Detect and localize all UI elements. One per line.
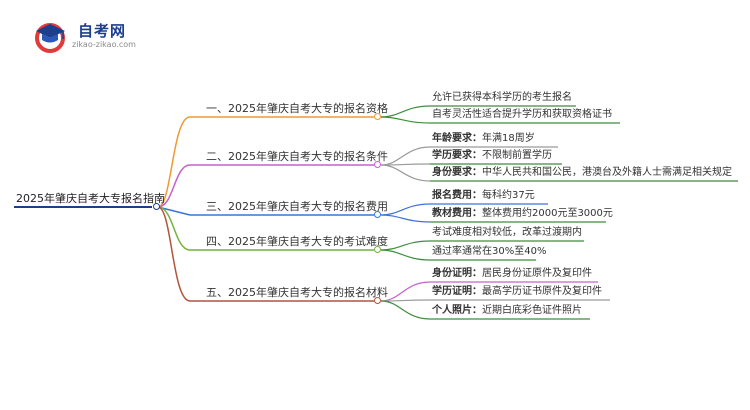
logo-url-text: zikao-zikao.com <box>72 40 136 49</box>
branch-2-node-dot[interactable] <box>374 161 381 168</box>
branch-4-node-dot[interactable] <box>374 246 381 253</box>
root-to-branch-1 <box>157 116 191 208</box>
branch-3-node-dot[interactable] <box>374 211 381 218</box>
root-to-branch-5 <box>157 206 191 302</box>
leaf-2-2[interactable]: 学历要求：不限制前置学历 <box>432 150 552 161</box>
root-label[interactable]: 2025年肇庆自考大专报名指南 <box>16 192 165 205</box>
leaf-5-1[interactable]: 身份证明：居民身份证原件及复印件 <box>432 268 592 279</box>
branch-5-label[interactable]: 五、2025年肇庆自考大专的报名材料 <box>206 286 388 299</box>
root-to-branch-2 <box>157 164 191 208</box>
leaf-2-1[interactable]: 年龄要求：年满18周岁 <box>432 133 535 144</box>
graduation-cap-icon <box>35 23 65 53</box>
leaf-4-1[interactable]: 考试难度相对较低，改革过渡期内 <box>432 227 582 238</box>
leaf-5-2[interactable]: 学历证明：最高学历证书原件及复印件 <box>432 286 602 297</box>
branch-4-label[interactable]: 四、2025年肇庆自考大专的考试难度 <box>206 235 388 248</box>
leaf-5-3[interactable]: 个人照片：近期白底彩色证件照片 <box>432 305 582 316</box>
leaf-1-1[interactable]: 允许已获得本科学历的考生报名 <box>432 92 572 103</box>
leaf-2-3[interactable]: 身份要求：中华人民共和国公民，港澳台及外籍人士需满足相关规定 <box>432 167 732 178</box>
branch-1-label[interactable]: 一、2025年肇庆自考大专的报名资格 <box>206 102 388 115</box>
root-node-dot[interactable] <box>153 203 160 210</box>
branch-3-label[interactable]: 三、2025年肇庆自考大专的报名费用 <box>206 200 388 213</box>
root-to-branch-4 <box>157 206 191 251</box>
leaf-4-2[interactable]: 通过率通常在30%至40% <box>432 246 547 257</box>
site-logo[interactable]: 自考网 zikao-zikao.com <box>32 18 152 54</box>
logo-title: 自考网 <box>78 22 127 40</box>
branch-5-node-dot[interactable] <box>374 297 381 304</box>
branch-2-label[interactable]: 二、2025年肇庆自考大专的报名条件 <box>206 150 388 163</box>
leaf-3-2[interactable]: 教材费用：整体费用约2000元至3000元 <box>432 208 613 219</box>
leaf-3-1[interactable]: 报名费用：每科约37元 <box>432 190 535 201</box>
branch-1-node-dot[interactable] <box>374 113 381 120</box>
leaf-1-2[interactable]: 自考灵活性适合提升学历和获取资格证书 <box>432 109 612 120</box>
